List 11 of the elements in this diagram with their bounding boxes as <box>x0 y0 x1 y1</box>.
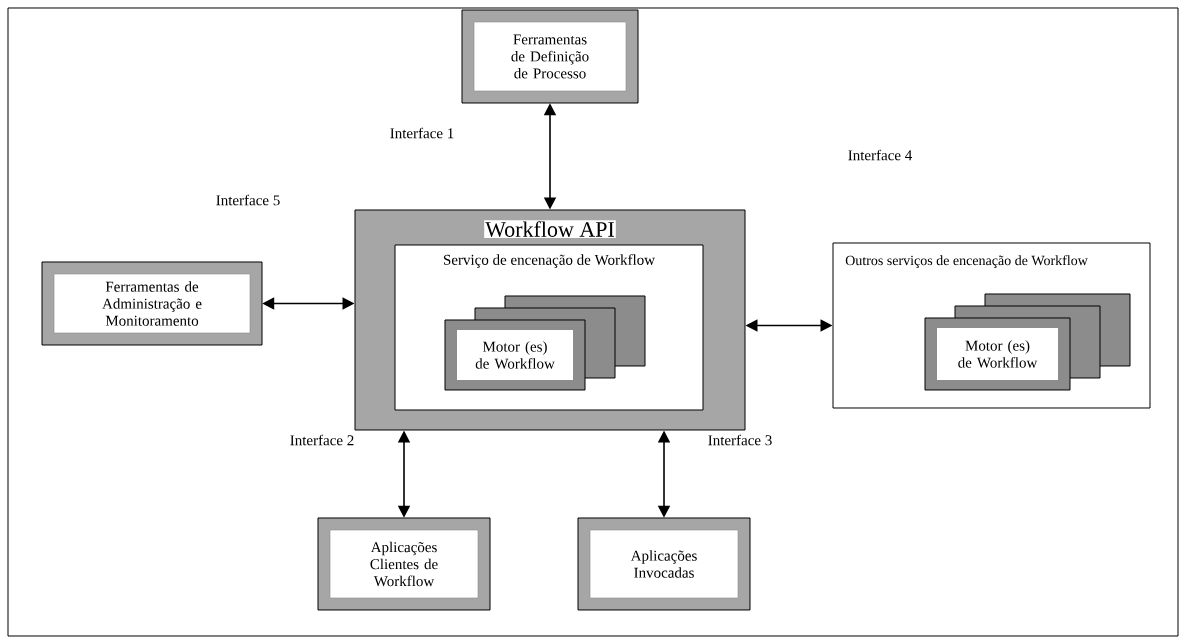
process-box: Aplicações Clientes de Workflow <box>317 517 491 611</box>
interface-label: Interface 5 <box>216 194 280 206</box>
engine-stack: Motor (es) de Workflow <box>924 293 1131 391</box>
interface-label: Interface 1 <box>390 127 454 139</box>
interface-label: Interface 2 <box>290 434 354 446</box>
interface-label: Interface 4 <box>848 149 913 161</box>
engine-stack: Motor (es) de Workflow <box>444 295 646 391</box>
interface-label: Interface 3 <box>708 434 772 446</box>
process-box: Ferramentas de Definição de Processo <box>461 9 639 104</box>
process-box: Ferramentas de Administração e Monitoramento <box>41 261 263 346</box>
process-box: Aplicações Invocadas <box>577 517 751 611</box>
